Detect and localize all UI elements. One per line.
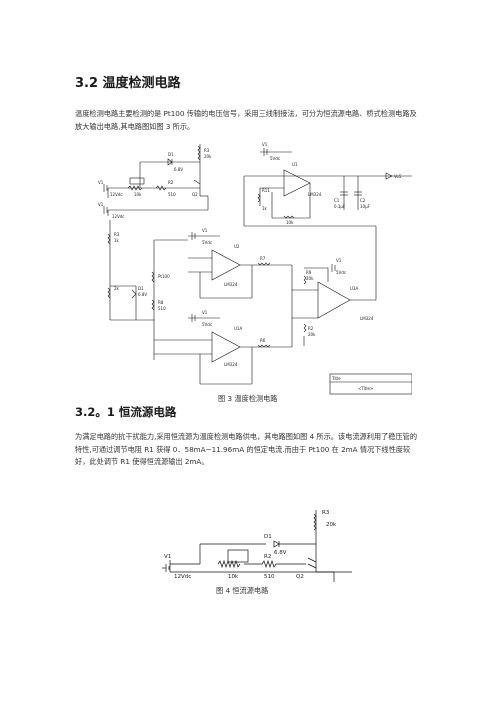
figure-3-schematic: R3 20k D1 6.8V V1 12Vdc 10k R2 510 Q2 V1… <box>96 140 412 396</box>
fig3-r2b: R2 <box>308 326 314 331</box>
fig3-u1: U1 <box>292 162 298 167</box>
fig3-c2: C2 <box>360 198 366 203</box>
subsection-heading: 3.2。1 恒流源电路 <box>75 405 177 419</box>
fig3-d2-value: 6.8V <box>138 292 147 297</box>
fig4-pot: 10k <box>228 574 239 580</box>
fig3-r11: R11 <box>262 188 270 193</box>
fig3-lm4: LM324 <box>224 362 238 367</box>
figure-4-labels: R3 20k D1 6.8V V1 12Vdc 10k R2 510 Q2 <box>164 510 337 580</box>
fig3-pot2k: 2k <box>114 286 120 291</box>
fig3-d1-value: 6.8V <box>174 167 183 172</box>
subsection-paragraph: 为满足电路的抗干扰能力,采用恒流源为温度检测电路供电，其电路图如图 4 所示。该… <box>75 432 418 466</box>
fig3-v6: V1 <box>262 142 268 147</box>
fig3-d1: D1 <box>168 152 174 157</box>
fig3-opamp-u3a <box>291 264 376 347</box>
fig3-lm3: LM324 <box>360 316 374 321</box>
fig3-vtop: V1 <box>202 228 208 233</box>
fig3-title-block <box>329 373 412 395</box>
fig4-q2: Q2 <box>296 574 304 580</box>
fig3-opamp-u1a <box>154 314 292 385</box>
figure-3-caption: 图 3 温度检测电路 <box>218 394 278 403</box>
fig3-r1-value: 1k <box>114 238 120 243</box>
fig3-r2-value: 510 <box>168 192 176 197</box>
fig3-r2: R2 <box>168 180 174 185</box>
fig3-v4: V1 <box>336 258 342 263</box>
figure-4-schematic <box>156 506 352 582</box>
fig3-v5-value: 5Vdc <box>202 322 212 327</box>
fig3-r3-value: 20k <box>204 154 212 159</box>
section-paragraph: 温度检测电路主要检测的是 Pt100 传输的电压信号，采用三线制接法，可分为恒流… <box>75 109 417 131</box>
fig3-q2: Q2 <box>192 192 198 197</box>
section-heading: 3.2 温度检测电路 <box>75 76 181 91</box>
fig3-c2-value: 10μF <box>360 204 371 209</box>
fig3-v5: V1 <box>202 310 208 315</box>
fig3-r11-value: 1k <box>262 206 268 211</box>
fig4-d1-value: 6.8V <box>274 550 287 556</box>
fig3-r7: R7 <box>260 256 266 261</box>
fig4-r2-value: 510 <box>264 574 275 580</box>
fig3-c1-value: 0.1μF <box>334 204 346 209</box>
fig3-r3: R3 <box>204 148 210 153</box>
fig3-v4-value: 5Vdc <box>336 270 346 275</box>
fig3-title-hdr: Title <box>331 376 341 381</box>
fig4-r3: R3 <box>322 510 330 516</box>
fig4-d1: D1 <box>264 534 272 540</box>
fig3-r2b-value: 20k <box>308 332 316 337</box>
fig3-r9-value: 20k <box>306 276 314 281</box>
fig3-opamp-u2a <box>188 232 292 299</box>
fig3-title-block-text: <Title> <box>358 386 373 391</box>
fig3-v6-value: 5Vdc <box>270 156 280 161</box>
fig3-vout: Vo5 <box>394 174 402 179</box>
fig4-v1-value: 12Vdc <box>174 574 191 580</box>
fig4-v1: V1 <box>164 554 171 560</box>
figure-4-caption: 图 4 恒流源电路 <box>216 586 269 595</box>
fig3-r10: 10k <box>286 220 294 225</box>
fig3-bridge <box>103 206 208 360</box>
fig3-r8: R8 <box>158 300 164 305</box>
fig3-d2: D1 <box>138 286 144 291</box>
fig3-current-source <box>103 144 209 210</box>
fig3-u4: U1A <box>234 326 242 331</box>
fig3-v2-value: 12Vdc <box>112 214 125 219</box>
fig3-r9: R9 <box>306 270 312 275</box>
fig3-output-amp <box>243 148 412 300</box>
fig3-r6: R6 <box>260 338 266 343</box>
fig3-lm2: LM324 <box>308 192 322 197</box>
fig3-u3: U3A <box>350 286 358 291</box>
fig3-u2: U2 <box>234 244 240 249</box>
fig3-v1-value: 12Vdc <box>110 192 123 197</box>
fig3-c1: C1 <box>334 198 340 203</box>
fig4-r3-value: 20k <box>326 522 337 528</box>
fig3-r8-value: 510 <box>158 306 166 311</box>
fig3-pot: 10k <box>134 192 142 197</box>
fig3-lm1: LM324 <box>224 282 238 287</box>
fig3-v2: V1 <box>98 202 104 207</box>
fig3-v1: V1 <box>98 180 104 185</box>
fig4-r2: R2 <box>264 554 271 560</box>
fig3-vtop-value: 5Vdc <box>202 240 212 245</box>
fig3-r1: R3 <box>114 232 120 237</box>
fig3-pt100: Pt100 <box>158 274 170 279</box>
